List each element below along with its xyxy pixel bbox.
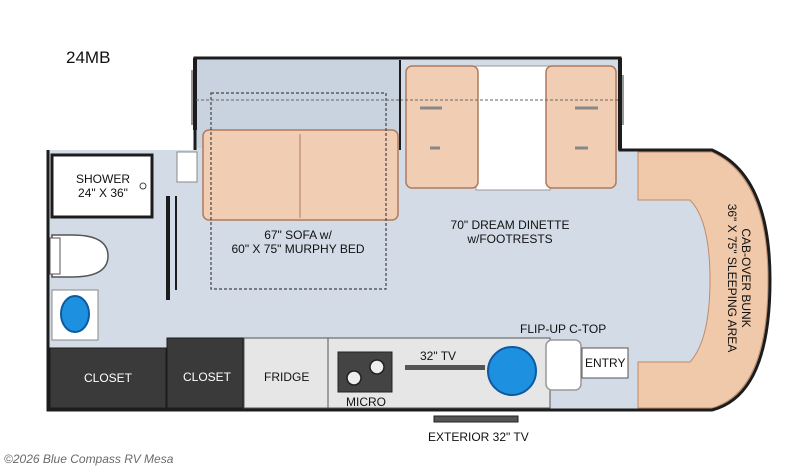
- sofa-label-line2: 60" X 75" MURPHY BED: [231, 242, 365, 256]
- galley-sink: [487, 346, 537, 396]
- closet-mid-label: CLOSET: [183, 370, 232, 384]
- exterior-tv: [433, 415, 519, 423]
- toilet-tank: [49, 237, 61, 275]
- tv-32: [405, 365, 485, 370]
- closet-left: [49, 347, 167, 409]
- exterior-tv-label: EXTERIOR 32" TV: [428, 430, 529, 444]
- tv-32-label: 32" TV: [420, 349, 457, 363]
- shower-label: SHOWER 24" X 36": [58, 172, 148, 200]
- dinette-label: 70" DREAM DINETTE w/FOOTRESTS: [432, 218, 588, 246]
- sofa-label-line1: 67" SOFA w/: [264, 228, 332, 242]
- shower-label-line2: 24" X 36": [78, 186, 128, 200]
- outer-wall: [46, 56, 772, 412]
- dinette-seat-right: [545, 65, 617, 189]
- dinette-seat-left: [405, 65, 479, 189]
- sofa-label: 67" SOFA w/ 60" X 75" MURPHY BED: [213, 228, 383, 256]
- shower-label-line1: SHOWER: [76, 172, 130, 186]
- murphy-bed-outline: [210, 92, 387, 290]
- microwave: [337, 351, 393, 393]
- burner-1: [346, 370, 362, 386]
- closet-left-label: CLOSET: [84, 371, 133, 385]
- bunk-label-line1: CAB-OVER BUNK: [739, 228, 753, 328]
- closet-mid: [166, 337, 244, 409]
- bunk-label-line2: 36" X 75" SLEEPING AREA: [725, 203, 739, 353]
- bath-cabinet: [176, 151, 198, 183]
- bath-sink: [60, 295, 90, 333]
- flip-up-label: FLIP-UP C-TOP: [520, 322, 607, 336]
- dinette-table: [475, 65, 551, 191]
- flip-up-countertop: [545, 339, 582, 391]
- micro-label: MICRO: [346, 395, 386, 409]
- dinette-label-line2: w/FOOTRESTS: [467, 232, 553, 246]
- bunk-label: CAB-OVER BUNK 36" X 75" SLEEPING AREA: [725, 193, 753, 363]
- fridge: [243, 337, 329, 409]
- dinette-label-line1: 70" DREAM DINETTE: [450, 218, 570, 232]
- cab-over-bunk: [637, 151, 769, 409]
- burner-2: [369, 359, 385, 375]
- entry-step: [581, 347, 629, 379]
- entry-label: ENTRY: [585, 356, 626, 370]
- toilet: [51, 234, 109, 278]
- watermark: ©2026 Blue Compass RV Mesa: [4, 452, 174, 466]
- model-name: 24MB: [66, 48, 111, 67]
- shower-drain: [139, 182, 147, 190]
- fridge-label: FRIDGE: [264, 370, 310, 384]
- shower: [50, 153, 154, 219]
